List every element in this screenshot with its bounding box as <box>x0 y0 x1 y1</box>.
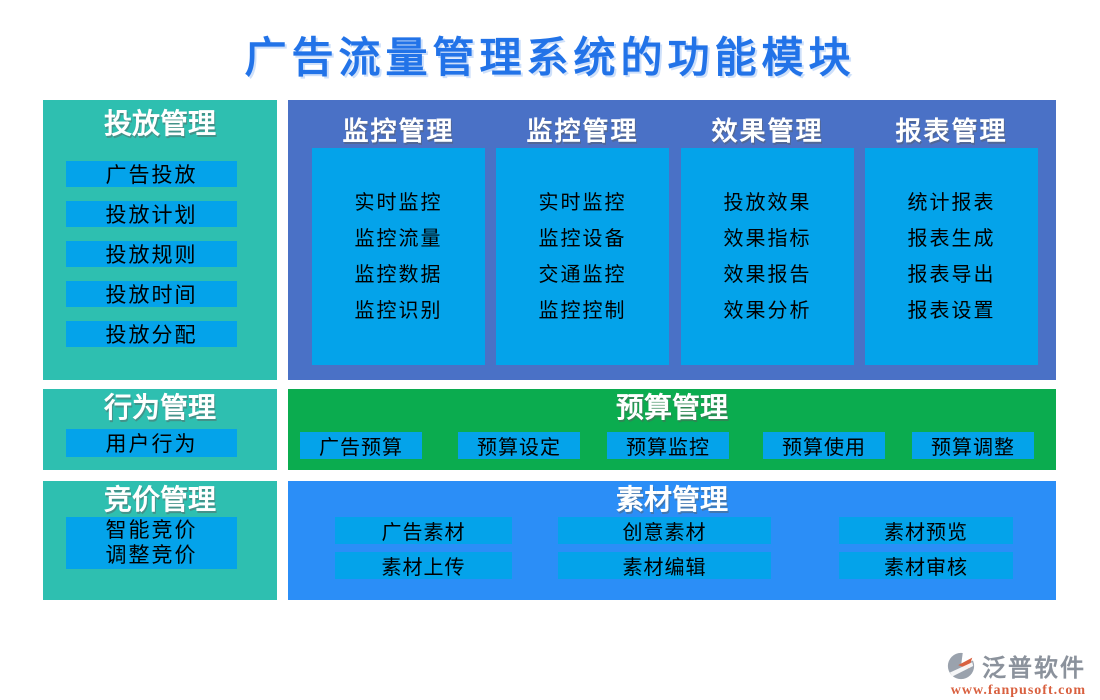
panel-bidding-management: 竞价管理 智能竞价 调整竞价 <box>43 481 277 600</box>
placement-panel-title: 投放管理 <box>103 109 216 140</box>
effect-item: 投放效果 <box>723 191 812 214</box>
monitor-column-2-title: 监控管理 <box>526 116 639 146</box>
report-item: 报表导出 <box>907 263 996 286</box>
report-item: 报表生成 <box>907 227 996 250</box>
budget-item-budget-monitoring[interactable]: 预算监控 <box>607 432 729 459</box>
monitor-item: 监控流量 <box>354 227 443 250</box>
monitor-column-1-card: 实时监控 监控流量 监控数据 监控识别 <box>312 148 485 365</box>
budget-item-ad-budget[interactable]: 广告预算 <box>300 432 422 459</box>
report-item: 报表设置 <box>907 299 996 322</box>
report-column-card: 统计报表 报表生成 报表导出 报表设置 <box>865 148 1038 365</box>
monitor-item: 交通监控 <box>538 263 627 286</box>
material-item-material-preview[interactable]: 素材预览 <box>839 517 1013 544</box>
monitor-column-2: 监控管理 实时监控 监控设备 交通监控 监控控制 <box>496 110 669 368</box>
monitor-column-2-card: 实时监控 监控设备 交通监控 监控控制 <box>496 148 669 365</box>
monitor-item: 监控设备 <box>538 227 627 250</box>
effect-item: 效果报告 <box>723 263 812 286</box>
budget-item-budget-setting[interactable]: 预算设定 <box>458 432 580 459</box>
panel-material-management: 素材管理 广告素材 创意素材 素材预览 素材上传 素材编辑 素材审核 <box>288 481 1056 600</box>
report-item: 统计报表 <box>907 191 996 214</box>
monitor-column-effect: 效果管理 投放效果 效果指标 效果报告 效果分析 <box>681 110 854 368</box>
placement-item-ad-delivery[interactable]: 广告投放 <box>66 161 237 187</box>
monitor-column-report: 报表管理 统计报表 报表生成 报表导出 报表设置 <box>865 110 1038 368</box>
placement-item-delivery-allocation[interactable]: 投放分配 <box>66 321 237 347</box>
placement-item-delivery-time[interactable]: 投放时间 <box>66 281 237 307</box>
report-column-title: 报表管理 <box>895 116 1008 146</box>
behavior-panel-title: 行为管理 <box>103 393 216 424</box>
monitor-item: 监控控制 <box>538 299 627 322</box>
monitor-column-1-title: 监控管理 <box>342 116 455 146</box>
bidding-items-block[interactable]: 智能竞价 调整竞价 <box>66 517 237 569</box>
budget-panel-title: 预算管理 <box>615 393 728 424</box>
panel-monitoring-board: 监控管理 实时监控 监控流量 监控数据 监控识别 监控管理 实时监控 监控设备 … <box>288 100 1056 380</box>
page-title: 广告流量管理系统的功能模块 <box>244 36 856 82</box>
monitor-item: 监控数据 <box>354 263 443 286</box>
brand-name: 泛普软件 <box>982 656 1086 682</box>
placement-item-delivery-rules[interactable]: 投放规则 <box>66 241 237 267</box>
monitor-column-1: 监控管理 实时监控 监控流量 监控数据 监控识别 <box>312 110 485 368</box>
effect-item: 效果分析 <box>723 299 812 322</box>
effect-item: 效果指标 <box>723 227 812 250</box>
bidding-item-smart-bidding[interactable]: 智能竞价 <box>105 518 198 542</box>
panel-budget-management: 预算管理 广告预算 预算设定 预算监控 预算使用 预算调整 <box>288 389 1056 470</box>
fanpu-swirl-icon <box>946 651 976 681</box>
budget-item-budget-adjustment[interactable]: 预算调整 <box>912 432 1034 459</box>
material-item-material-review[interactable]: 素材审核 <box>839 552 1013 579</box>
brand-url-link[interactable]: www.fanpusoft.com <box>950 683 1086 698</box>
monitor-item: 实时监控 <box>354 191 443 214</box>
behavior-item-user-behavior[interactable]: 用户行为 <box>66 429 237 457</box>
monitor-item: 实时监控 <box>538 191 627 214</box>
budget-item-budget-usage[interactable]: 预算使用 <box>763 432 885 459</box>
monitor-item: 监控识别 <box>354 299 443 322</box>
bidding-panel-title: 竞价管理 <box>103 485 216 516</box>
material-item-material-edit[interactable]: 素材编辑 <box>558 552 771 579</box>
material-item-material-upload[interactable]: 素材上传 <box>335 552 512 579</box>
brand-footer: 泛普软件 www.fanpusoft.com <box>946 648 1086 699</box>
bidding-item-adjust-bidding[interactable]: 调整竞价 <box>105 543 198 567</box>
effect-column-card: 投放效果 效果指标 效果报告 效果分析 <box>681 148 854 365</box>
panel-placement-management: 投放管理 广告投放 投放计划 投放规则 投放时间 投放分配 <box>43 100 277 380</box>
material-item-creative-material[interactable]: 创意素材 <box>558 517 771 544</box>
material-panel-title: 素材管理 <box>615 485 728 516</box>
panel-behavior-management: 行为管理 用户行为 <box>43 389 277 470</box>
effect-column-title: 效果管理 <box>711 116 824 146</box>
material-item-ad-material[interactable]: 广告素材 <box>335 517 512 544</box>
placement-item-delivery-plan[interactable]: 投放计划 <box>66 201 237 227</box>
